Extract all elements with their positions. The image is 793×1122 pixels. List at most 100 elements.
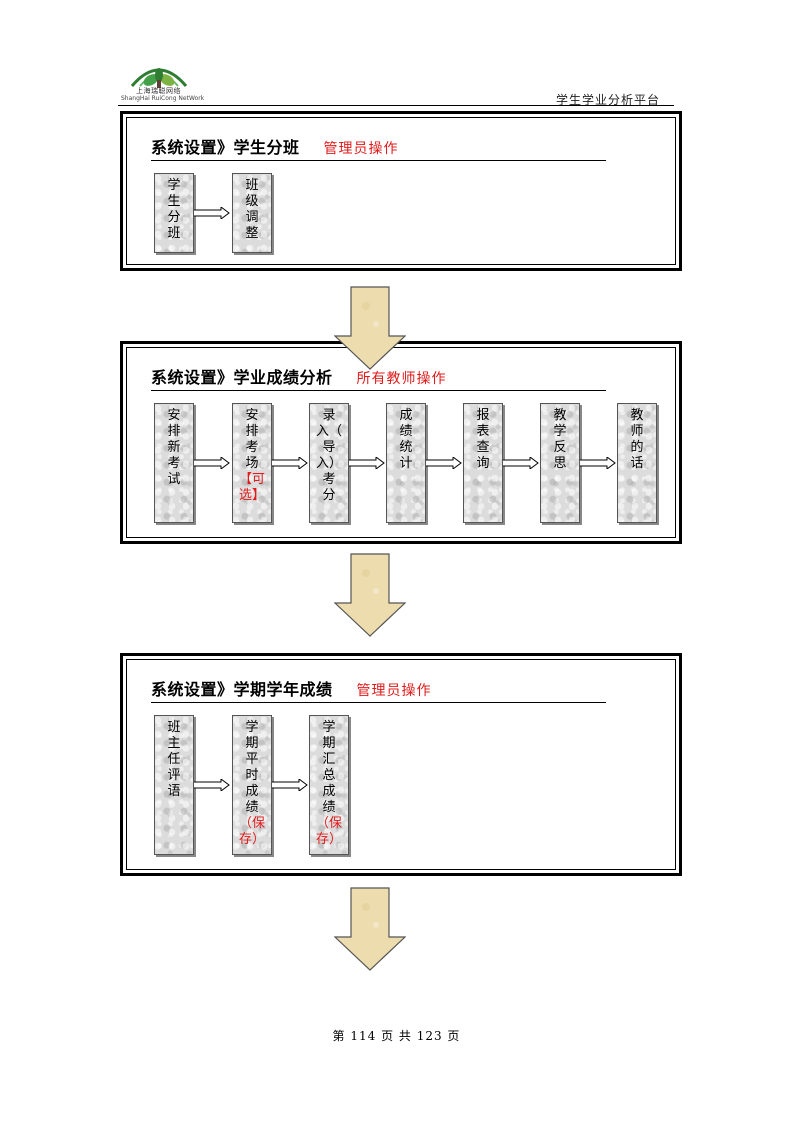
flow-step-char: 语 [167, 784, 181, 799]
connector-arrow-icon [272, 779, 308, 791]
section-title-row: 系统设置》学生分班管理员操作 [151, 134, 399, 158]
flow-step-char: 时 [245, 768, 259, 783]
flow-step-box: 学生分班 [154, 173, 194, 253]
section-title-row: 系统设置》学业成绩分析 所有教师操作 [151, 364, 447, 388]
flow-step-char: 总 [322, 768, 336, 783]
connector-arrow-icon [272, 457, 308, 469]
logo-english-text: ShangHai RuiCong NetWork [121, 95, 205, 102]
flow-step-label: 录入（导入）考分 [310, 408, 348, 504]
section-title: 系统设置》学期学年成绩 [151, 680, 333, 699]
connector-arrow-icon [503, 457, 539, 469]
flow-step-char: 整 [245, 226, 259, 241]
flow-step-char: 级 [245, 194, 259, 209]
flow-step-char: 生 [167, 194, 181, 209]
flow-step-char: 任 [167, 752, 181, 767]
flow-step-label: 学期平时成绩（保存） [233, 720, 271, 848]
flow-step-char: 入（ [315, 424, 342, 439]
flow-step-label: 报表查询 [464, 408, 502, 472]
flow-step-label: 成绩统计 [387, 408, 425, 472]
flow-step-char: 排 [245, 424, 259, 439]
connector-arrow-icon [194, 457, 230, 469]
section-term-year-scores: 系统设置》学期学年成绩管理员操作 班主任评语学期平时成绩（保存）学期汇总成绩（保… [120, 653, 682, 876]
section-student-class-assignment: 系统设置》学生分班管理员操作 学生分班班级调整 [120, 111, 682, 271]
connector-arrow-icon [194, 207, 230, 219]
flow-step-char: 考 [167, 456, 181, 471]
header-divider [118, 105, 674, 106]
flow-step-char: 学 [245, 720, 259, 735]
flow-step-char: 绩 [245, 800, 259, 815]
connector-arrow-icon [426, 457, 462, 469]
flow-step-box: 教师的话 [617, 403, 657, 523]
flow-step-char: 场 [245, 456, 259, 471]
flow-step-char: 试 [167, 472, 181, 487]
flow-step-box: 学期汇总成绩（保存） [309, 715, 349, 855]
flow-step-char: 分 [167, 210, 181, 225]
flow-step-note: （保 [238, 816, 265, 831]
flow-step-label: 班主任评语 [155, 720, 193, 800]
flow-step-char: 成 [322, 784, 336, 799]
flow-step-char: 询 [476, 456, 490, 471]
flow-step-char: 录 [322, 408, 336, 423]
company-logo [130, 68, 188, 88]
flow-step-char: 分 [322, 488, 336, 503]
flow-step-char: 调 [245, 210, 259, 225]
section-rule [151, 702, 606, 703]
flow-step-char: 学 [167, 178, 181, 193]
flow-down-arrow-icon [334, 887, 406, 971]
flow-step-char: 平 [245, 752, 259, 767]
flow-step-note: 【可 [238, 472, 265, 487]
flow-step-char: 班 [167, 720, 181, 735]
flow-step-label: 教师的话 [618, 408, 656, 472]
flow-step-char: 计 [399, 456, 413, 471]
flow-step-box: 教学反思 [540, 403, 580, 523]
flow-step-char: 班 [167, 226, 181, 241]
flow-step-char: 成 [399, 408, 413, 423]
platform-title: 学生学业分析平台 [555, 93, 660, 107]
flow-step-label: 安排考场【可选】 [233, 408, 271, 504]
page-footer: 第 114 页 共 123 页 [332, 1029, 461, 1043]
section-score-analysis: 系统设置》学业成绩分析所有教师操作 安排新考试安排考场【可选】录入（导入）考分成… [120, 341, 682, 544]
section-role: 管理员操作 [323, 141, 399, 157]
flow-step-box: 成绩统计 [386, 403, 426, 523]
flow-step-char: 评 [167, 768, 181, 783]
flow-step-char: 查 [476, 440, 490, 455]
flow-step-char: 安 [245, 408, 259, 423]
section-role: 所有教师操作 [356, 371, 447, 387]
flow-step-char: 期 [245, 736, 259, 751]
flow-step-char: 绩 [322, 800, 336, 815]
flow-down-arrow-icon [334, 286, 406, 370]
flow-step-char: 绩 [399, 424, 413, 439]
flow-step-char: 期 [322, 736, 336, 751]
flow-step-box: 录入（导入）考分 [309, 403, 349, 523]
flow-step-box: 安排新考试 [154, 403, 194, 523]
connector-arrow-icon [349, 457, 385, 469]
section-title: 系统设置》学业成绩分析 [151, 368, 333, 387]
connector-arrow-icon [194, 779, 230, 791]
flow-step-char: 思 [553, 456, 567, 471]
flow-step-box: 学期平时成绩（保存） [232, 715, 272, 855]
flow-step-char: 汇 [322, 752, 336, 767]
flow-step-box: 班主任评语 [154, 715, 194, 855]
section-rule [151, 390, 606, 391]
flow-step-box: 班级调整 [232, 173, 272, 253]
connector-arrow-icon [580, 457, 616, 469]
flow-step-label: 安排新考试 [155, 408, 193, 488]
flow-step-label: 学期汇总成绩（保存） [310, 720, 348, 848]
flow-step-label: 学生分班 [155, 178, 193, 242]
flow-step-box: 报表查询 [463, 403, 503, 523]
flow-step-char: 排 [167, 424, 181, 439]
flow-step-label: 教学反思 [541, 408, 579, 472]
flow-step-char: 统 [399, 440, 413, 455]
flow-step-note: 存） [238, 832, 265, 847]
flow-step-char: 主 [167, 736, 181, 751]
flow-step-label: 班级调整 [233, 178, 271, 242]
flow-step-char: 教 [630, 408, 644, 423]
flow-step-char: 安 [167, 408, 181, 423]
flow-step-char: 班 [245, 178, 259, 193]
flow-step-char: 新 [167, 440, 181, 455]
section-rule [151, 160, 606, 161]
flow-step-char: 入） [315, 456, 342, 471]
flow-step-char: 导 [322, 440, 336, 455]
flow-step-char: 反 [553, 440, 567, 455]
flow-step-char: 教 [553, 408, 567, 423]
